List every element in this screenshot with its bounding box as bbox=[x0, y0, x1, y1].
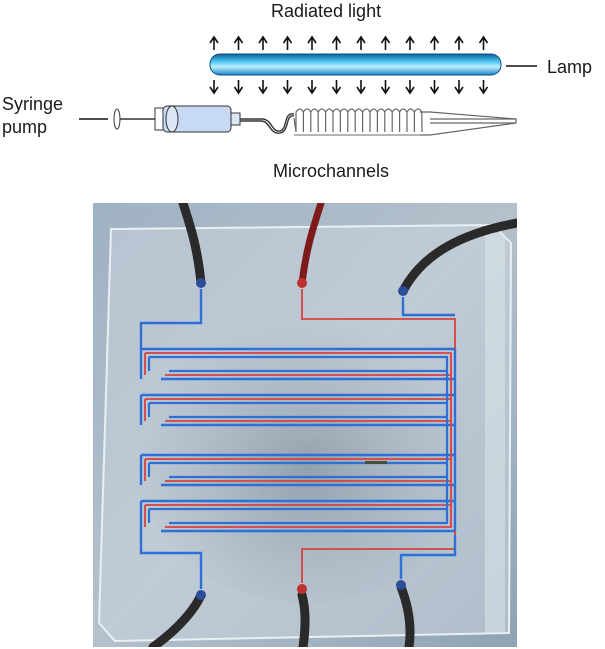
blue-outlet-line-2 bbox=[399, 535, 457, 579]
light-arrows-up bbox=[209, 35, 489, 50]
light-arrow-icon bbox=[331, 80, 342, 95]
light-arrow-icon bbox=[209, 35, 219, 50]
light-arrow-icon bbox=[380, 35, 391, 50]
red-channel bbox=[144, 352, 452, 528]
light-arrow-icon bbox=[282, 35, 293, 50]
light-arrow-icon bbox=[307, 80, 317, 95]
light-arrow-icon bbox=[405, 35, 415, 50]
radiated-light-label: Radiated light bbox=[271, 1, 382, 21]
light-arrow-icon bbox=[282, 80, 293, 95]
syringe-pump-label-line1: Syringe bbox=[2, 94, 64, 114]
light-arrow-icon bbox=[380, 80, 391, 95]
light-arrow-icon bbox=[454, 80, 464, 95]
syringe-pump-label-line2: pump bbox=[2, 117, 48, 137]
light-arrow-icon bbox=[478, 80, 489, 95]
light-arrow-icon bbox=[454, 35, 464, 50]
microchannels-label: Microchannels bbox=[273, 161, 390, 181]
light-arrow-icon bbox=[233, 80, 244, 95]
red-inlet-line bbox=[301, 289, 456, 349]
light-arrow-icon bbox=[233, 35, 244, 50]
light-arrow-icon bbox=[331, 35, 342, 50]
light-arrow-icon bbox=[356, 35, 366, 50]
blue-inlet-line-2 bbox=[401, 297, 455, 317]
light-arrow-icon bbox=[478, 35, 489, 50]
light-arrow-icon bbox=[429, 35, 440, 50]
light-arrow-icon bbox=[356, 80, 366, 95]
light-arrow-icon bbox=[258, 35, 268, 50]
serpentine-microchannels bbox=[139, 289, 457, 589]
light-arrow-icon bbox=[209, 80, 219, 95]
blue-channel-inner bbox=[147, 355, 449, 525]
microreactor-photo bbox=[93, 203, 517, 647]
reactor-schematic bbox=[79, 35, 537, 136]
light-arrows-down bbox=[209, 80, 489, 95]
serpentine-coil-icon bbox=[293, 108, 517, 136]
light-arrow-icon bbox=[405, 80, 415, 95]
syringe-icon bbox=[113, 105, 295, 134]
tubing bbox=[148, 203, 517, 647]
lamp-label: Lamp bbox=[547, 57, 593, 77]
blue-channel bbox=[139, 347, 457, 533]
light-arrow-icon bbox=[258, 80, 268, 95]
light-arrow-icon bbox=[429, 80, 440, 95]
blue-inlet-line bbox=[139, 289, 203, 349]
light-arrow-icon bbox=[307, 35, 317, 50]
inlet-outlet-ports bbox=[196, 278, 408, 600]
blue-outlet-line bbox=[139, 531, 203, 589]
lamp-tube-icon bbox=[209, 53, 502, 76]
